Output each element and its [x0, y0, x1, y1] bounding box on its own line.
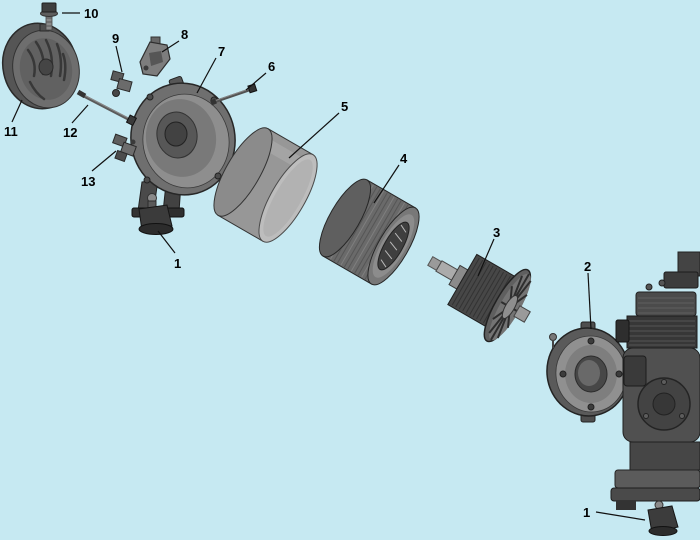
callout-8-leader: [161, 40, 180, 53]
stud-bolt-highlight: [210, 87, 253, 103]
callout-2-label: 2: [584, 259, 591, 274]
callout-6-leader: [245, 72, 267, 91]
stud-nut: [125, 114, 138, 127]
part-rectifier-block: [112, 133, 137, 163]
part-rear-bracket-housing: [130, 75, 236, 218]
rotor-fins: [451, 257, 511, 324]
stud-highlight: [79, 92, 133, 121]
engine-head-cover-lines: [638, 297, 694, 314]
drum-back-rim: [213, 127, 273, 217]
callout-labels: 10 9 8 7 6 11 12 13 5 4 3 2 1 1: [4, 6, 591, 520]
bolt-head: [41, 2, 57, 13]
engine-carb-box: [623, 355, 647, 387]
engine-lower-block: [629, 441, 700, 471]
callout-8-label: 8: [181, 27, 188, 42]
leader-lines: [11, 12, 646, 521]
rectifier-block-c: [114, 149, 128, 163]
engine-base-rail: [610, 487, 700, 502]
callout-11-label: 11: [4, 124, 18, 139]
callout-5-label: 5: [341, 99, 348, 114]
foot-base: [648, 526, 678, 536]
part-through-stud: [76, 89, 138, 127]
callout-4-label: 4: [400, 151, 408, 166]
avr-inset: [149, 51, 163, 66]
engine-top-screw-b: [658, 279, 666, 287]
callout-10-label: 10: [84, 6, 98, 21]
engine-recoil-hub: [652, 392, 676, 416]
engine-recoil-bolts: [643, 379, 685, 419]
part-stator-core: [318, 178, 420, 286]
callout-11-leader: [11, 99, 23, 123]
foot-body: [647, 505, 679, 534]
bolt-threads: [46, 17, 52, 27]
foot-base: [138, 223, 174, 235]
rotor-stub-shaft: [513, 305, 531, 323]
part-rubber-foot-left: [138, 193, 174, 235]
callout-7-leader: [196, 57, 217, 94]
callout-1-right-leader: [595, 511, 646, 521]
engine-base-pad: [616, 501, 636, 510]
stud-tip: [76, 89, 87, 99]
callout-2-leader: [587, 272, 592, 330]
avr-hole: [143, 65, 149, 71]
engine-top-screw-a: [645, 283, 653, 291]
engine-base-frame: [614, 469, 700, 489]
grille-hub: [38, 58, 54, 76]
callout-3-label: 3: [493, 225, 500, 240]
flange-screw: [549, 333, 557, 341]
callout-7-label: 7: [218, 44, 225, 59]
engine-head-cover: [635, 291, 697, 317]
callout-1-right-label: 1: [583, 505, 590, 520]
rectifier-terminal: [130, 139, 136, 145]
drum-face-inner: [263, 159, 313, 237]
callout-5-leader: [288, 112, 340, 159]
flange-bolt-holes: [559, 337, 623, 411]
housing-bearing-seat: [164, 121, 188, 147]
fan-hub: [501, 295, 519, 319]
callout-4-leader: [373, 164, 400, 204]
stator-windings: [380, 224, 407, 268]
callout-9-leader: [115, 45, 123, 73]
part-rubber-foot-right: [647, 500, 679, 536]
stator-back-rim: [318, 178, 372, 258]
brush-holder-screw: [112, 89, 120, 97]
callout-12-leader: [71, 104, 89, 124]
brush-holder-block-b: [116, 78, 133, 93]
part-rotor-assembly: [427, 253, 532, 343]
part-mount-bolt: [40, 2, 58, 31]
part-stator-frame-drum: [213, 127, 318, 243]
callout-12-label: 12: [63, 125, 77, 140]
callout-9-label: 9: [112, 31, 119, 46]
stud-bolt-shaft: [210, 87, 253, 105]
part-engine-block: [610, 251, 700, 510]
callout-13-label: 13: [81, 174, 95, 189]
stud-shaft: [79, 92, 133, 123]
part-end-cover-grille: [1, 22, 80, 110]
stud-bolt-tip: [210, 98, 217, 106]
callout-1-left-label: 1: [174, 256, 181, 271]
callout-1-left-leader: [157, 230, 176, 254]
engine-muffler-stub: [615, 319, 630, 343]
part-brush-holder: [110, 70, 133, 97]
callout-6-label: 6: [268, 59, 275, 74]
flange-bore-inner: [578, 360, 600, 386]
callout-13-leader: [91, 150, 117, 172]
engine-fin-lines: [629, 320, 695, 346]
callout-3-leader: [477, 238, 495, 277]
part-avr-bracket: [139, 36, 171, 77]
engine-top-bracket: [663, 271, 699, 289]
